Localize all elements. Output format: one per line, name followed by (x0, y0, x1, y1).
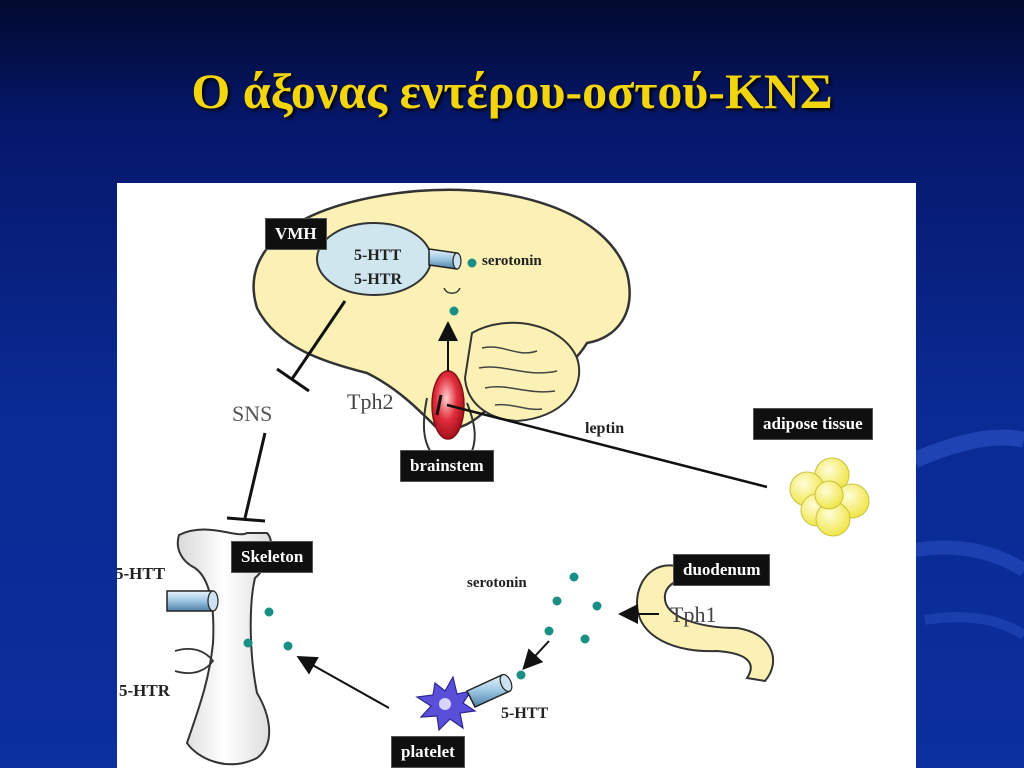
serotonin-dot (449, 306, 459, 316)
slide-title: Ο άξονας εντέρου-οστού-ΚΝΣ (191, 63, 833, 119)
htt-bone-text: 5-HTT (117, 564, 166, 583)
sns-text: SNS (232, 401, 273, 426)
vmh-label: VMH (265, 218, 327, 250)
htr-brain-text: 5-HTR (354, 271, 402, 288)
serotonin-dot (243, 638, 253, 648)
htt-brain-text: 5-HTT (354, 247, 402, 264)
serotonin-gut-text: serotonin (467, 575, 527, 591)
serotonin-dot (516, 670, 526, 680)
serotonin-dot (467, 258, 477, 268)
serotonin-dot (580, 634, 590, 644)
serotonin-dot (544, 626, 554, 636)
serotonin-dot (569, 572, 579, 582)
tph1-text: Tph1 (670, 602, 717, 627)
serotonin-dot (592, 601, 602, 611)
adipose-tissue-label: adipose tissue (753, 408, 873, 440)
leptin-text: leptin (585, 420, 625, 437)
platelet-label: platelet (391, 736, 465, 768)
skeleton-label: Skeleton (231, 541, 314, 573)
adipose-cells (789, 457, 870, 537)
serotonin-dot (283, 641, 293, 651)
serotonin-dot (264, 607, 274, 617)
serotonin-dot (552, 596, 562, 606)
htt-platelet-text: 5-HTT (501, 705, 549, 722)
serotonin-brain-text: serotonin (482, 253, 542, 269)
decorative-swoosh (915, 429, 1024, 640)
duodenum-shape (635, 564, 775, 683)
brainstem-label: brainstem (400, 450, 494, 482)
htr-bone-text: 5-HTR (119, 681, 170, 700)
duodenum-label: duodenum (673, 554, 771, 586)
diagram-graphics (166, 188, 870, 766)
gut-bone-cns-diagram: VMH brainstem adipose tissue Skeleton du… (117, 183, 916, 768)
tph2-text: Tph2 (347, 389, 394, 414)
